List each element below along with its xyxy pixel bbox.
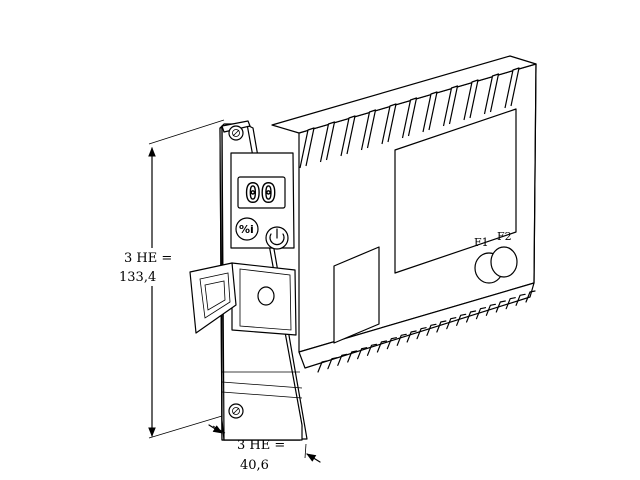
- cooling-fins: [299, 67, 520, 169]
- lcd-window: [237, 176, 286, 209]
- info-button[interactable]: %i: [235, 217, 259, 241]
- info-icon: [235, 217, 259, 241]
- card-slot[interactable]: [189, 262, 297, 336]
- bottom-screw: [228, 403, 244, 419]
- vent-tooth: [485, 303, 496, 316]
- cooling-fin: [340, 115, 356, 157]
- vent-tooth: [406, 330, 417, 343]
- fuse-f1-label: F1: [474, 236, 489, 249]
- vent-tooth: [376, 340, 388, 353]
- cooling-fin: [299, 127, 315, 169]
- vent-tooth: [337, 353, 348, 366]
- cooling-fin: [504, 67, 520, 109]
- width-dimension: 3 HE = 40,6: [208, 424, 321, 473]
- vent-tooth: [426, 323, 437, 336]
- cooling-fin: [463, 79, 479, 121]
- vent-tooth: [357, 347, 368, 360]
- width-label-line2: 40,6: [240, 458, 269, 473]
- bottom-vents: [317, 290, 536, 373]
- fuse-holders: F1 F2: [474, 230, 518, 284]
- vent-tooth: [436, 320, 447, 333]
- fuse-f2-label: F2: [497, 230, 512, 243]
- info-button-glyph: %i: [239, 223, 254, 236]
- vent-tooth: [347, 350, 358, 363]
- vent-tooth: [396, 333, 407, 346]
- vent-tooth: [366, 343, 378, 356]
- power-button[interactable]: [265, 226, 289, 250]
- cooling-fin: [422, 91, 438, 133]
- card-slot-button: [257, 286, 275, 306]
- vent-tooth: [416, 327, 427, 340]
- label-area-small: [333, 246, 380, 344]
- cooling-fin: [401, 97, 418, 139]
- top-screw: [228, 125, 244, 141]
- vent-tooth: [515, 293, 526, 306]
- vent-tooth: [446, 317, 457, 330]
- height-dimension: 3 HE = 133,4: [118, 119, 225, 439]
- cooling-fin: [381, 103, 397, 145]
- vent-tooth: [327, 357, 338, 370]
- vent-tooth: [317, 360, 328, 373]
- cooling-fin: [360, 109, 377, 151]
- vent-tooth: [386, 337, 397, 350]
- cooling-fin: [442, 85, 459, 127]
- cooling-fin: [483, 73, 500, 115]
- fuse-f2: [490, 246, 518, 278]
- vent-tooth: [465, 310, 477, 323]
- lcd-digits: 00: [245, 179, 276, 209]
- vent-tooth: [525, 290, 536, 303]
- cooling-fin: [319, 121, 336, 163]
- vent-tooth: [456, 313, 467, 326]
- width-label-line1: 3 HE =: [237, 438, 285, 453]
- bottom-edge: [298, 282, 535, 369]
- vent-tooth: [505, 297, 516, 310]
- height-label-line2: 133,4: [119, 270, 156, 285]
- vent-tooth: [495, 300, 506, 313]
- card-slot-flap: [189, 262, 237, 334]
- label-area-large: [394, 108, 517, 274]
- height-label-line1: 3 HE =: [124, 251, 172, 266]
- vent-tooth: [475, 307, 487, 320]
